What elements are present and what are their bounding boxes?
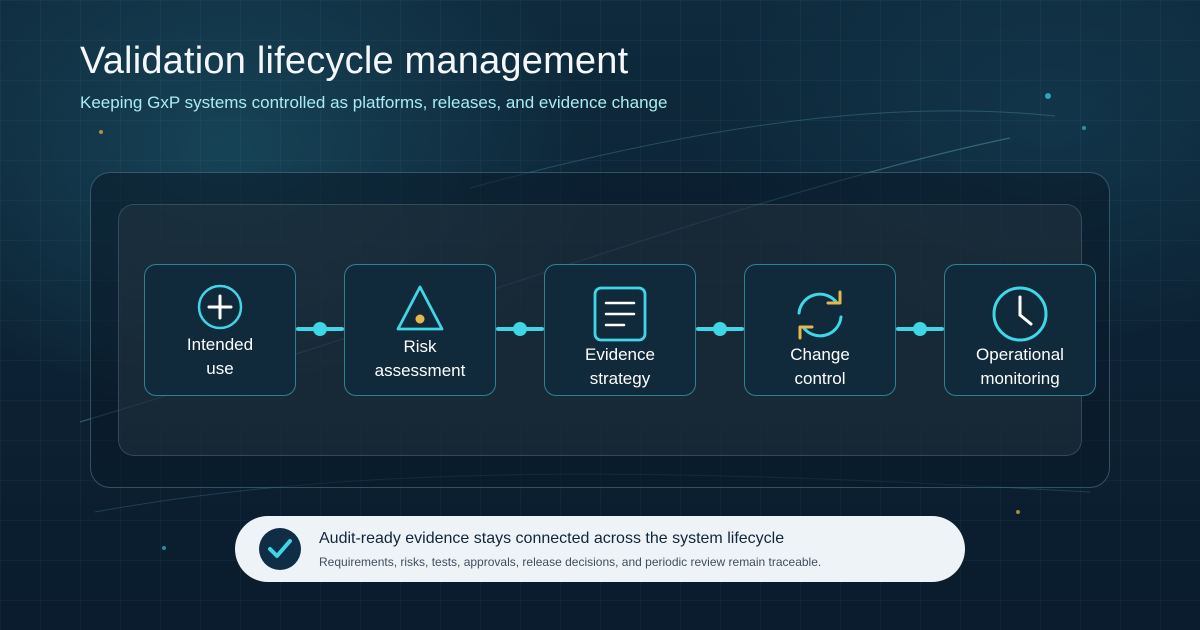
step-evidence-strategy: Evidence strategy: [544, 264, 696, 396]
banner-text: Requirements, risks, tests, approvals, r…: [319, 555, 822, 569]
step-label-line: Operational: [976, 345, 1064, 364]
step-change-control: Change control: [744, 264, 896, 396]
step-label: Risk assessment: [345, 335, 495, 383]
step-label-line: assessment: [374, 361, 466, 380]
step-risk-assessment: Risk assessment: [344, 264, 496, 396]
page-subtitle: Keeping GxP systems controlled as platfo…: [80, 93, 668, 112]
connector-dot: [913, 322, 927, 336]
step-operational-monitoring: Operational monitoring: [944, 264, 1096, 396]
step-label-line: use: [206, 359, 234, 378]
step-label-line: strategy: [589, 369, 651, 388]
step-label: Operational monitoring: [945, 343, 1095, 391]
step-label: Evidence strategy: [545, 343, 695, 391]
document-icon: [593, 286, 647, 342]
connector-dot: [313, 322, 327, 336]
step-intended-use: Intended use: [144, 264, 296, 396]
step-label-line: monitoring: [980, 369, 1060, 388]
check-circle-icon: [259, 528, 301, 570]
step-label-line: Change: [790, 345, 850, 364]
step-label: Change control: [745, 343, 895, 391]
refresh-cycle-icon: [797, 290, 843, 340]
step-label-line: control: [794, 369, 846, 388]
step-label-line: Intended: [186, 335, 254, 354]
warning-triangle-icon: [396, 285, 444, 331]
clock-icon: [992, 286, 1048, 342]
connector-dot: [513, 322, 527, 336]
connector-dot: [713, 322, 727, 336]
banner-heading: Audit-ready evidence stays connected acr…: [319, 530, 785, 547]
checkmark-icon: [268, 539, 292, 558]
step-label-line: Risk: [403, 337, 437, 356]
step-label: Intended use: [145, 333, 295, 381]
page-title: Validation lifecycle management: [80, 40, 629, 82]
audit-banner: Audit-ready evidence stays connected acr…: [235, 516, 965, 582]
plus-circle-icon: [197, 284, 243, 330]
step-label-line: Evidence: [585, 345, 655, 364]
